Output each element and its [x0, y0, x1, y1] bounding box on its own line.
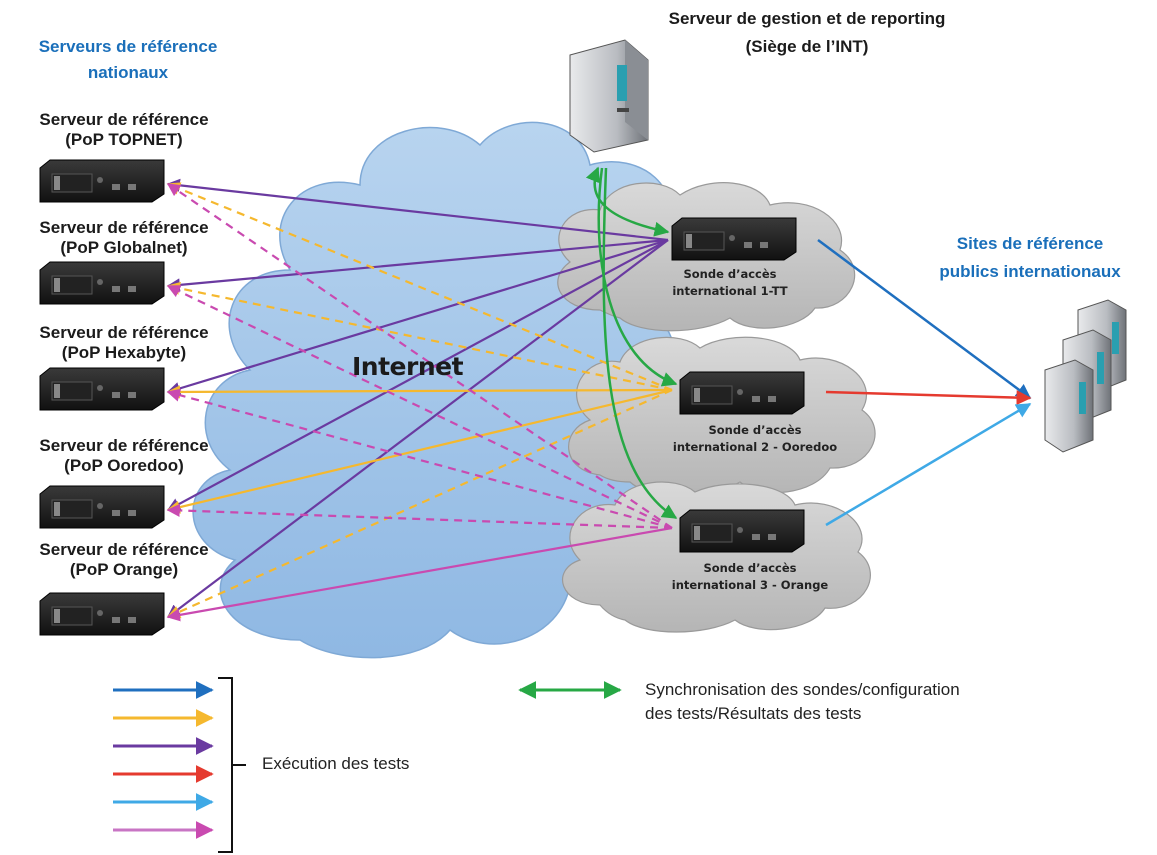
test-link-ooredoo-to-intl — [825, 390, 1032, 406]
ref-server-label-globalnet: Serveur de référence(PoP Globalnet) — [39, 218, 209, 257]
probe-cloud-3 — [562, 481, 871, 633]
test-link-orange-to-topnet — [166, 183, 673, 529]
test-link-orange-to-orange — [166, 526, 673, 622]
ref-server-ooredoo-icon — [39, 485, 165, 529]
ref-server-globalnet-icon — [39, 261, 165, 305]
probe-ooredoo-icon — [679, 371, 805, 415]
test-link-ooredoo-to-globalnet — [166, 281, 673, 392]
ref-server-topnet-icon — [39, 159, 165, 203]
test-link-orange-to-hexabyte — [166, 388, 673, 530]
test-link-tt-to-topnet — [166, 178, 669, 242]
legend-tests-text: Exécution des tests — [262, 754, 410, 773]
test-link-tt-to-hexabyte — [166, 238, 669, 395]
internet-label: Internet — [352, 352, 464, 381]
sync-link-orange — [602, 167, 678, 520]
ref-server-orange-icon — [39, 592, 165, 636]
ref-server-label-hexabyte: Serveur de référence(PoP Hexabyte) — [39, 323, 209, 362]
test-link-orange-to-ooredoo — [166, 503, 673, 530]
ref-server-hexabyte-icon — [39, 367, 165, 411]
legend-bracket — [218, 677, 246, 853]
sync-link-tt — [585, 166, 670, 237]
sync-link-ooredoo — [597, 167, 678, 387]
ref-server-label-topnet: Serveur de référence(PoP TOPNET) — [39, 110, 209, 149]
test-link-orange-to-globalnet — [166, 285, 673, 529]
legend-arrows — [113, 681, 214, 839]
national-servers-title: Serveurs de référence nationaux — [38, 37, 218, 82]
management-server-icon — [569, 39, 649, 153]
test-link-orange-to-intl — [825, 402, 1032, 527]
probe-orange-icon — [679, 509, 805, 553]
ref-server-label-orange: Serveur de référence(PoP Orange) — [39, 540, 209, 579]
test-link-ooredoo-to-hexabyte — [166, 385, 673, 399]
legend-sync-text: Synchronisation des sondes/configuration… — [645, 680, 960, 723]
test-link-tt-to-globalnet — [166, 238, 669, 292]
international-sites-icon — [1044, 299, 1127, 453]
probe-tt-icon — [671, 217, 797, 261]
test-link-ooredoo-to-topnet — [166, 182, 673, 392]
test-link-ooredoo-to-ooredoo — [166, 388, 673, 514]
test-link-tt-to-intl — [817, 238, 1032, 400]
management-server-title: Serveur de gestion et de reporting (Sièg… — [668, 9, 946, 56]
international-sites-title: Sites de référence publics internationau… — [939, 234, 1121, 281]
test-link-tt-to-orange — [166, 239, 669, 618]
test-link-tt-to-ooredoo — [166, 239, 669, 511]
ref-server-label-ooredoo: Serveur de référence(PoP Ooredoo) — [39, 436, 209, 475]
